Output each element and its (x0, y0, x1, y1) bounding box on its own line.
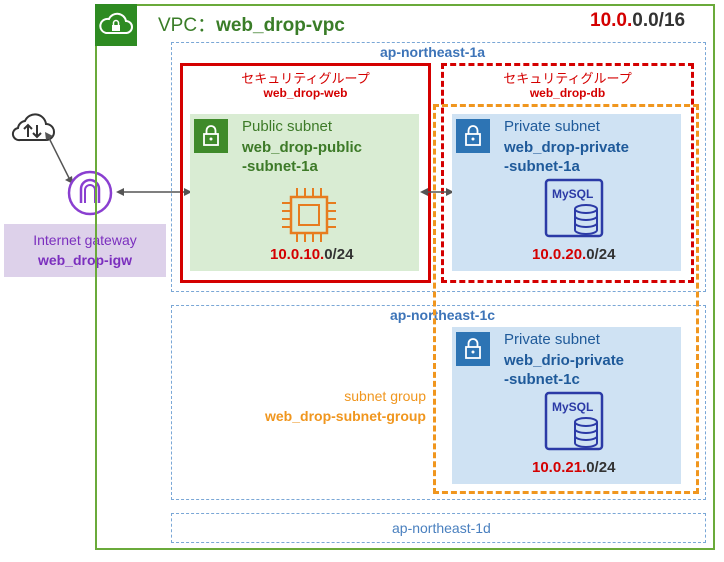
lock-icon (465, 338, 481, 359)
private-subnet-1c-cidr: 10.0.21.0/24 (532, 459, 615, 476)
private-subnet-1a-cidr-red: 10.0.20. (532, 246, 587, 263)
vpc-title: VPC：web_drop-vpc (158, 10, 345, 37)
private-subnet-1c-name-2: -subnet-1c (504, 371, 580, 388)
vpc-cloud-lock-icon (99, 12, 133, 34)
igw-public-connector (116, 188, 192, 196)
security-group-web (180, 63, 431, 283)
sg-web-name: web_drop-web (263, 86, 348, 100)
vpc-name: web_drop-vpc (216, 15, 345, 36)
az-1d (171, 513, 706, 543)
public-subnet-lock (194, 119, 228, 153)
internet-gateway-icon (67, 170, 113, 216)
private-subnet-1c-name-1: web_drio-private (504, 352, 625, 369)
vpc-boundary (95, 4, 715, 550)
private-subnet-1a-name-1: web_drop-private (504, 139, 630, 156)
private-subnet-1a-cidr: 10.0.20.0/24 (532, 246, 615, 263)
subnet-group (433, 104, 699, 494)
public-subnet-cidr-rest: 0/24 (324, 246, 354, 263)
sg-db-label: セキュリティグループ (503, 71, 632, 86)
lock-icon (465, 125, 481, 146)
mysql-label: MySQL (552, 187, 593, 201)
private-subnet-1a-lock (456, 119, 490, 153)
cloud-icon (11, 113, 55, 142)
igw-name: web_drop-igw (37, 252, 133, 268)
public-subnet: Public subnet web_drop-public -subnet-1a… (190, 114, 419, 271)
vpc-title-prefix: VPC： (158, 15, 217, 36)
mysql-database-icon: MySQL (544, 391, 604, 451)
private-subnet-1a: Private subnet web_drop-private -subnet-… (452, 114, 681, 271)
security-group-db (441, 63, 694, 283)
private-subnet-1a-cidr-rest: 0/24 (586, 246, 616, 263)
mysql-database-icon: MySQL (544, 178, 604, 238)
mysql-label: MySQL (552, 400, 593, 414)
private-subnet-1c-cidr-red: 10.0.21. (532, 459, 587, 476)
igw-label-box: Internet gateway web_drop-igw (4, 224, 166, 277)
private-subnet-1c-lock (456, 332, 490, 366)
private-subnet-1c-type: Private subnet (504, 331, 600, 348)
ec2-chip-icon (282, 188, 336, 242)
private-subnet-1c-cidr-rest: 0/24 (586, 459, 616, 476)
az-1d-label: ap-northeast-1d (392, 520, 491, 536)
private-subnet-1a-type: Private subnet (504, 118, 600, 135)
public-private-connector (420, 188, 454, 196)
subnet-group-name: web_drop-subnet-group (265, 408, 426, 424)
igw-label: Internet gateway (33, 232, 137, 248)
az-1c-label: ap-northeast-1c (390, 307, 496, 323)
public-subnet-cidr: 10.0.10.0/24 (270, 246, 353, 263)
vpc-badge (95, 4, 137, 46)
public-subnet-type: Public subnet (242, 118, 333, 135)
public-subnet-name-1: web_drop-public (242, 139, 362, 156)
vpc-cidr-rest: 0.0/16 (632, 10, 686, 31)
public-subnet-cidr-red: 10.0.10. (270, 246, 325, 263)
vpc-cidr: 10.0.0.0/16 (590, 10, 685, 32)
az-1c (171, 305, 706, 500)
private-subnet-1a-name-2: -subnet-1a (504, 158, 580, 175)
sg-db-name: web_drop-db (529, 86, 606, 100)
az-1a (171, 42, 706, 292)
private-subnet-1c: Private subnet web_drio-private -subnet-… (452, 327, 681, 484)
az-1a-label: ap-northeast-1a (380, 44, 486, 60)
vpc-cidr-red: 10.0. (590, 10, 633, 31)
lock-icon (203, 125, 219, 146)
sg-web-label: セキュリティグループ (241, 71, 370, 86)
public-subnet-name-2: -subnet-1a (242, 158, 318, 175)
subnet-group-label: subnet group (344, 388, 426, 404)
